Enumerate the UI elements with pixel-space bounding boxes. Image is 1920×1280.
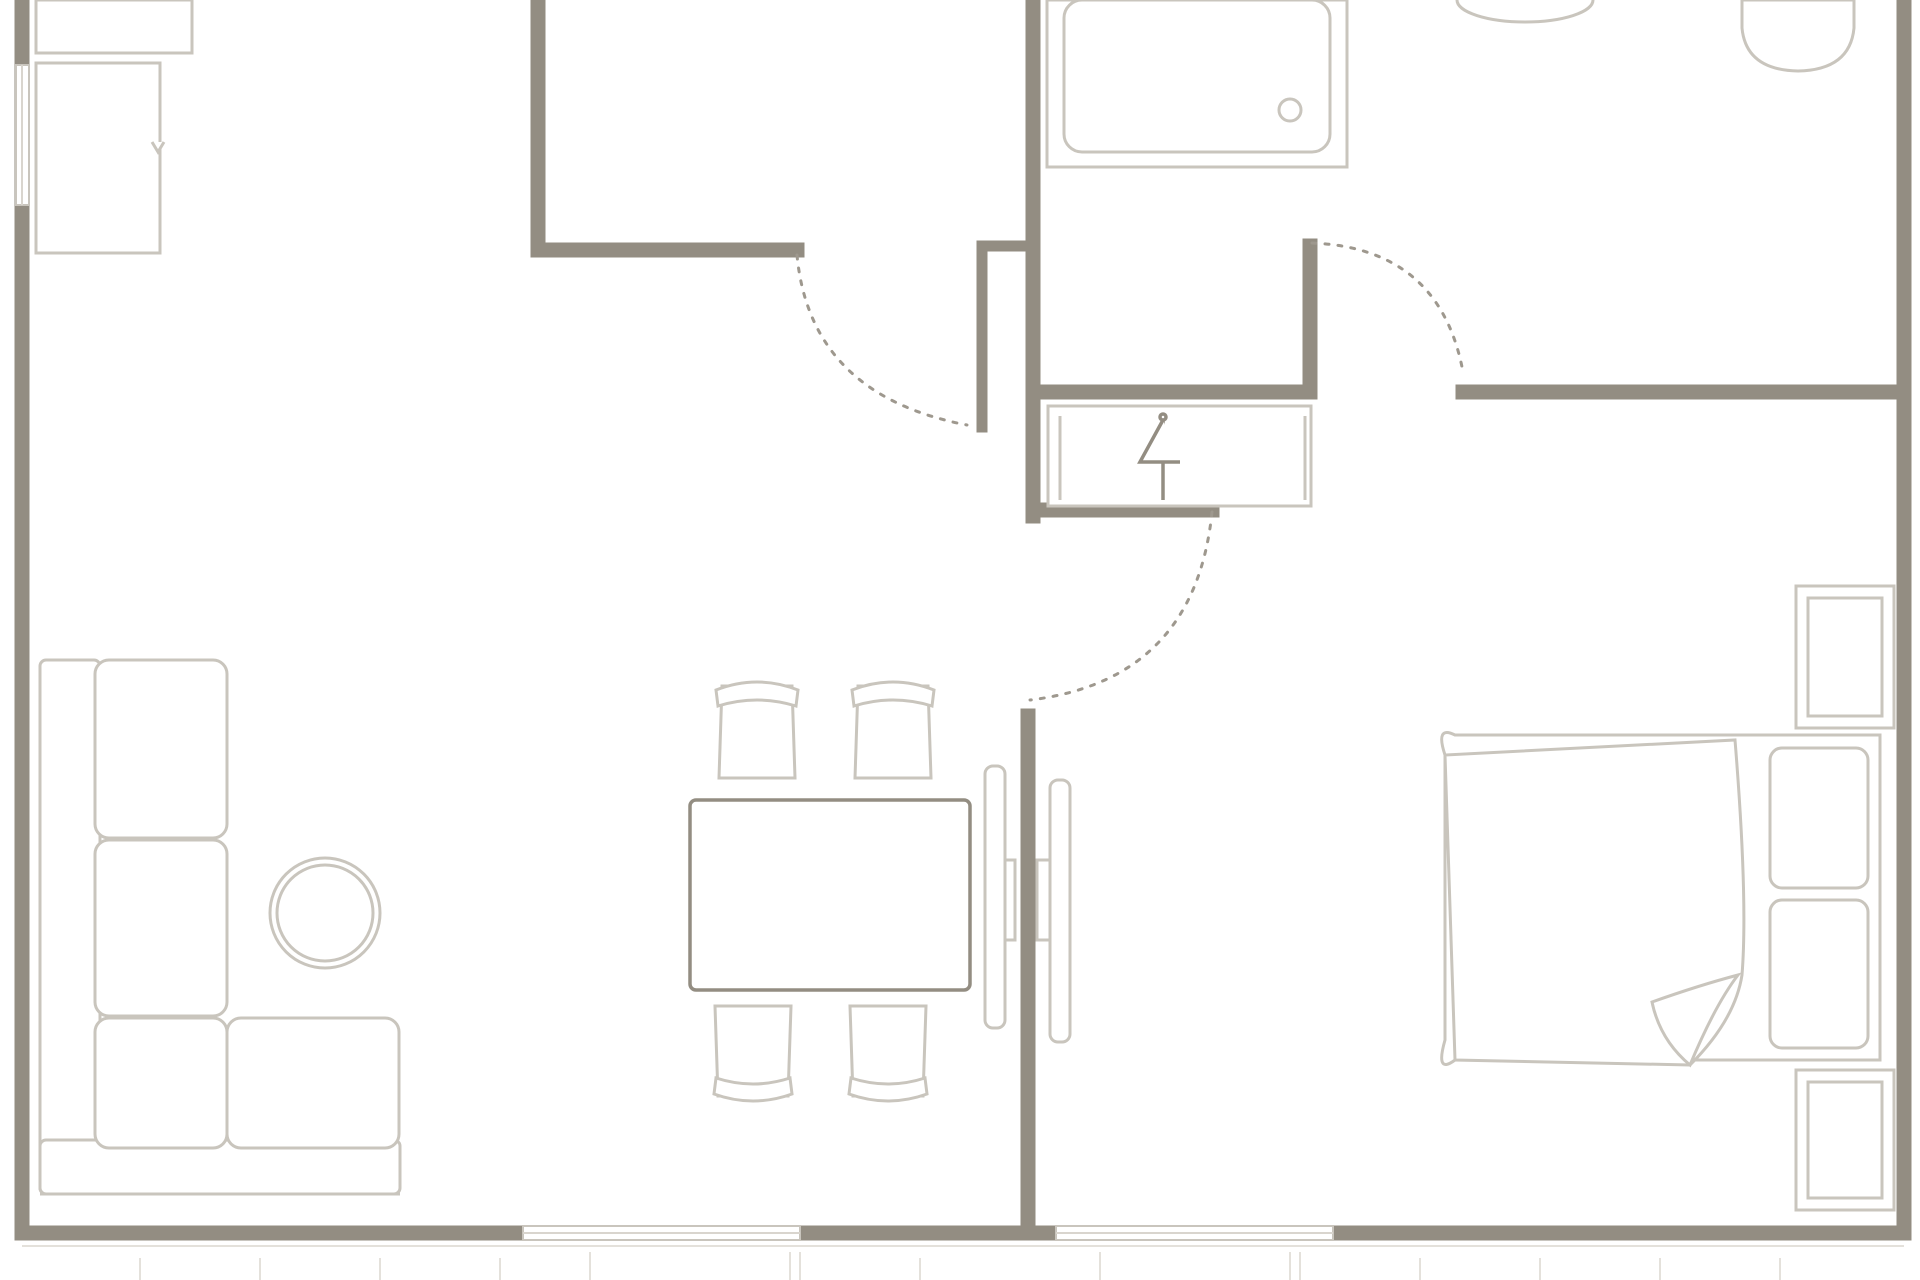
kitchen-cabinet <box>34 61 162 255</box>
blanket-corner <box>1650 972 1742 1068</box>
windows <box>15 64 1334 1241</box>
tv-console <box>983 764 1072 1044</box>
wall-panel-bedroom <box>1048 778 1072 1044</box>
door-swings <box>795 241 1465 702</box>
dining-chair-top-left <box>714 680 800 780</box>
nightstand-bottom <box>1794 1068 1896 1212</box>
kitchen-cabinet-top <box>34 0 194 55</box>
bed-icon <box>1440 731 1882 1068</box>
sofa-back <box>38 658 102 1196</box>
closet <box>1046 404 1313 508</box>
corridor-stub-wall <box>976 240 1034 433</box>
sofa-cushion-1 <box>93 658 229 840</box>
kitchen-counter <box>34 0 194 255</box>
wall-panel-living <box>983 764 1007 1030</box>
closet-shelf <box>1046 404 1313 508</box>
pillow-bottom <box>1768 898 1870 1050</box>
terrace-strip <box>22 1245 1904 1280</box>
door-swing-bathroom <box>1310 241 1465 374</box>
pillow-top <box>1768 746 1870 890</box>
dining-chair-top-right <box>850 680 936 780</box>
door-swing-bedroom <box>1028 510 1214 702</box>
nightstand-top <box>1794 584 1896 730</box>
hanger-icon <box>1137 412 1180 500</box>
sofa-cushion-3 <box>93 1016 229 1150</box>
sofa-cushion-2 <box>93 838 229 1018</box>
dining-table <box>688 798 972 992</box>
bed-blanket-fold <box>1443 738 1746 1067</box>
dining-chair-bottom-right <box>847 1004 929 1103</box>
sofa-sectional <box>38 658 402 1196</box>
toilet-icon <box>1455 0 1856 73</box>
dining-set <box>688 680 972 1103</box>
walls <box>14 0 1912 1241</box>
appliance-mark <box>150 141 166 155</box>
bathtub-icon <box>1045 0 1349 169</box>
bathroom <box>1045 0 1856 169</box>
sofa-cushion-4 <box>225 1016 401 1150</box>
door-swing-top-room <box>795 253 969 427</box>
dining-chair-bottom-left <box>712 1004 794 1103</box>
